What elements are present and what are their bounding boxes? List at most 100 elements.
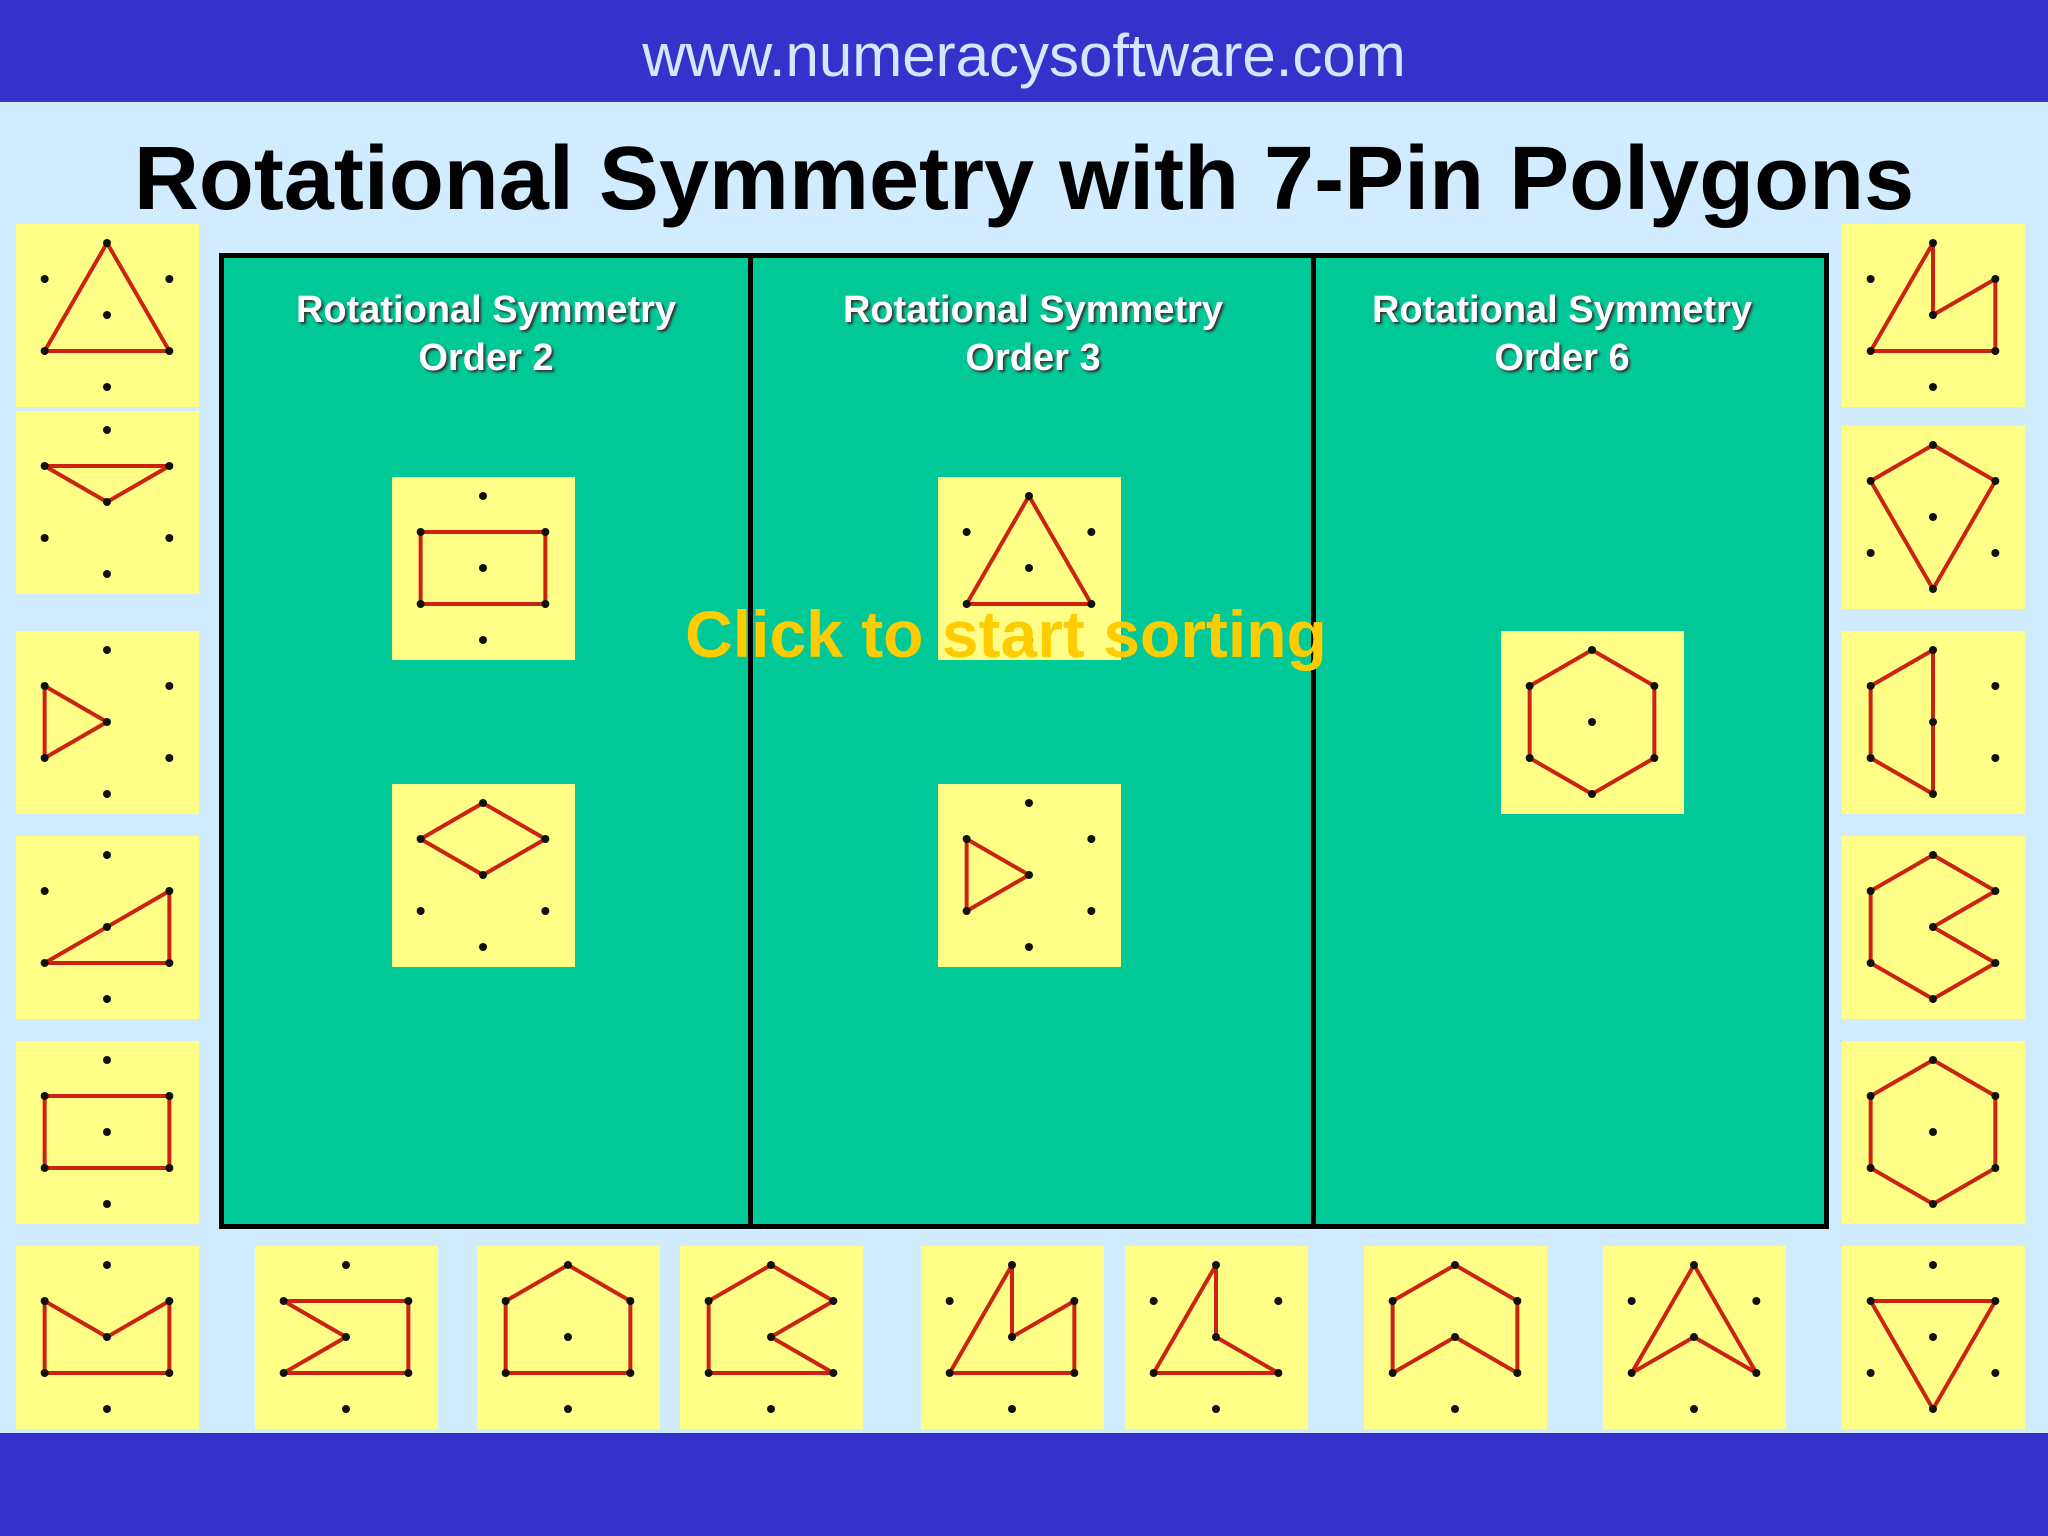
pin-dot	[1866, 754, 1875, 762]
pin-dot	[1991, 1369, 2000, 1377]
shape-card[interactable]	[392, 784, 575, 967]
shape-card[interactable]	[1842, 631, 2025, 814]
geoboard-shape	[1866, 1056, 2000, 1208]
pin-dot	[40, 887, 49, 895]
geoboard-shape	[40, 239, 174, 391]
pin-dot	[103, 1056, 111, 1064]
pin-dot	[165, 959, 174, 967]
shape-card[interactable]	[1842, 836, 2025, 1019]
pin-dot	[416, 528, 425, 536]
pin-dot	[1991, 477, 2000, 485]
pin-dot	[767, 1261, 775, 1269]
pin-dot	[1929, 1200, 1937, 1208]
column-heading-line: Order 6	[1494, 337, 1630, 379]
column-heading-line: Order 2	[418, 337, 554, 379]
pin-dot	[1929, 311, 1937, 319]
pin-dot	[40, 754, 49, 762]
shape-card[interactable]	[938, 477, 1121, 660]
pin-dot	[165, 534, 174, 542]
pin-dot	[1451, 1261, 1459, 1269]
pin-dot	[1025, 943, 1033, 951]
pin-dot	[279, 1297, 288, 1305]
geoboard-shape	[1866, 239, 2000, 391]
pin-dot	[165, 1092, 174, 1100]
pin-dot	[479, 492, 487, 500]
pin-dot	[962, 528, 971, 536]
pin-dot	[416, 907, 425, 915]
polygon-outline	[42, 241, 172, 353]
pin-dot	[962, 835, 971, 843]
pin-dot	[1991, 275, 2000, 283]
pin-dot	[1991, 549, 2000, 557]
shape-card[interactable]	[255, 1246, 438, 1429]
pin-dot	[1866, 1092, 1875, 1100]
pin-dot	[1991, 347, 2000, 355]
geoboard-shape	[40, 646, 174, 798]
shape-card[interactable]	[1842, 224, 2025, 407]
pin-dot	[1866, 959, 1875, 967]
shape-card[interactable]	[16, 1041, 199, 1224]
column-divider	[748, 253, 753, 1229]
shape-card[interactable]	[16, 224, 199, 407]
pin-dot	[40, 1164, 49, 1172]
pin-dot	[1929, 239, 1937, 247]
shape-card[interactable]	[1842, 1246, 2025, 1429]
pin-dot	[1752, 1297, 1761, 1305]
shape-card[interactable]	[16, 836, 199, 1019]
geoboard-shape	[1525, 646, 1659, 798]
shape-card[interactable]	[1125, 1246, 1308, 1429]
pin-dot	[1025, 636, 1033, 644]
shape-card[interactable]	[16, 631, 199, 814]
shape-card[interactable]	[680, 1246, 863, 1429]
pin-dot	[103, 1200, 111, 1208]
shape-card[interactable]	[1501, 631, 1684, 814]
pin-dot	[1866, 1369, 1875, 1377]
pin-dot	[165, 275, 174, 283]
geoboard-shape	[501, 1261, 635, 1413]
column-heading-order-3: Rotational Symmetry Order 3	[773, 286, 1293, 382]
pin-dot	[103, 1405, 111, 1413]
shape-card[interactable]	[938, 784, 1121, 967]
pin-dot	[1991, 1164, 2000, 1172]
pin-dot	[479, 943, 487, 951]
pin-dot	[103, 1128, 111, 1136]
pin-dot	[1929, 923, 1937, 931]
pin-dot	[541, 835, 550, 843]
pin-dot	[342, 1261, 350, 1269]
polygon-outline	[964, 837, 1031, 913]
shape-card[interactable]	[477, 1246, 660, 1429]
polygon-outline	[281, 1299, 411, 1375]
pin-dot	[541, 528, 550, 536]
polygon-outline	[1868, 853, 1998, 1001]
shape-card[interactable]	[1603, 1246, 1786, 1429]
pin-dot	[1866, 477, 1875, 485]
shape-card[interactable]	[16, 411, 199, 594]
pin-dot	[564, 1261, 572, 1269]
shape-card[interactable]	[16, 1246, 199, 1429]
polygon-outline	[1390, 1263, 1520, 1375]
pin-dot	[103, 498, 111, 506]
shape-card[interactable]	[392, 477, 575, 660]
pin-dot	[165, 347, 174, 355]
shape-card[interactable]	[1842, 426, 2025, 609]
shape-card[interactable]	[1364, 1246, 1547, 1429]
pin-dot	[40, 534, 49, 542]
shape-card[interactable]	[1842, 1041, 2025, 1224]
pin-dot	[1929, 1405, 1937, 1413]
column-heading-line: Rotational Symmetry	[295, 289, 677, 331]
pin-dot	[1087, 907, 1096, 915]
shape-card[interactable]	[921, 1246, 1104, 1429]
pin-dot	[40, 462, 49, 470]
column-heading-order-2: Rotational Symmetry Order 2	[226, 286, 746, 382]
pin-dot	[1513, 1369, 1522, 1377]
pin-dot	[479, 564, 487, 572]
pin-dot	[40, 347, 49, 355]
pin-dot	[165, 462, 174, 470]
polygon-outline	[1151, 1263, 1281, 1375]
pin-dot	[40, 1297, 49, 1305]
footer-bar	[0, 1433, 2048, 1536]
pin-dot	[40, 1092, 49, 1100]
start-sorting-button[interactable]: Click to start sorting	[685, 597, 1327, 671]
polygon-outline	[1868, 241, 1998, 353]
pin-dot	[1525, 754, 1534, 762]
